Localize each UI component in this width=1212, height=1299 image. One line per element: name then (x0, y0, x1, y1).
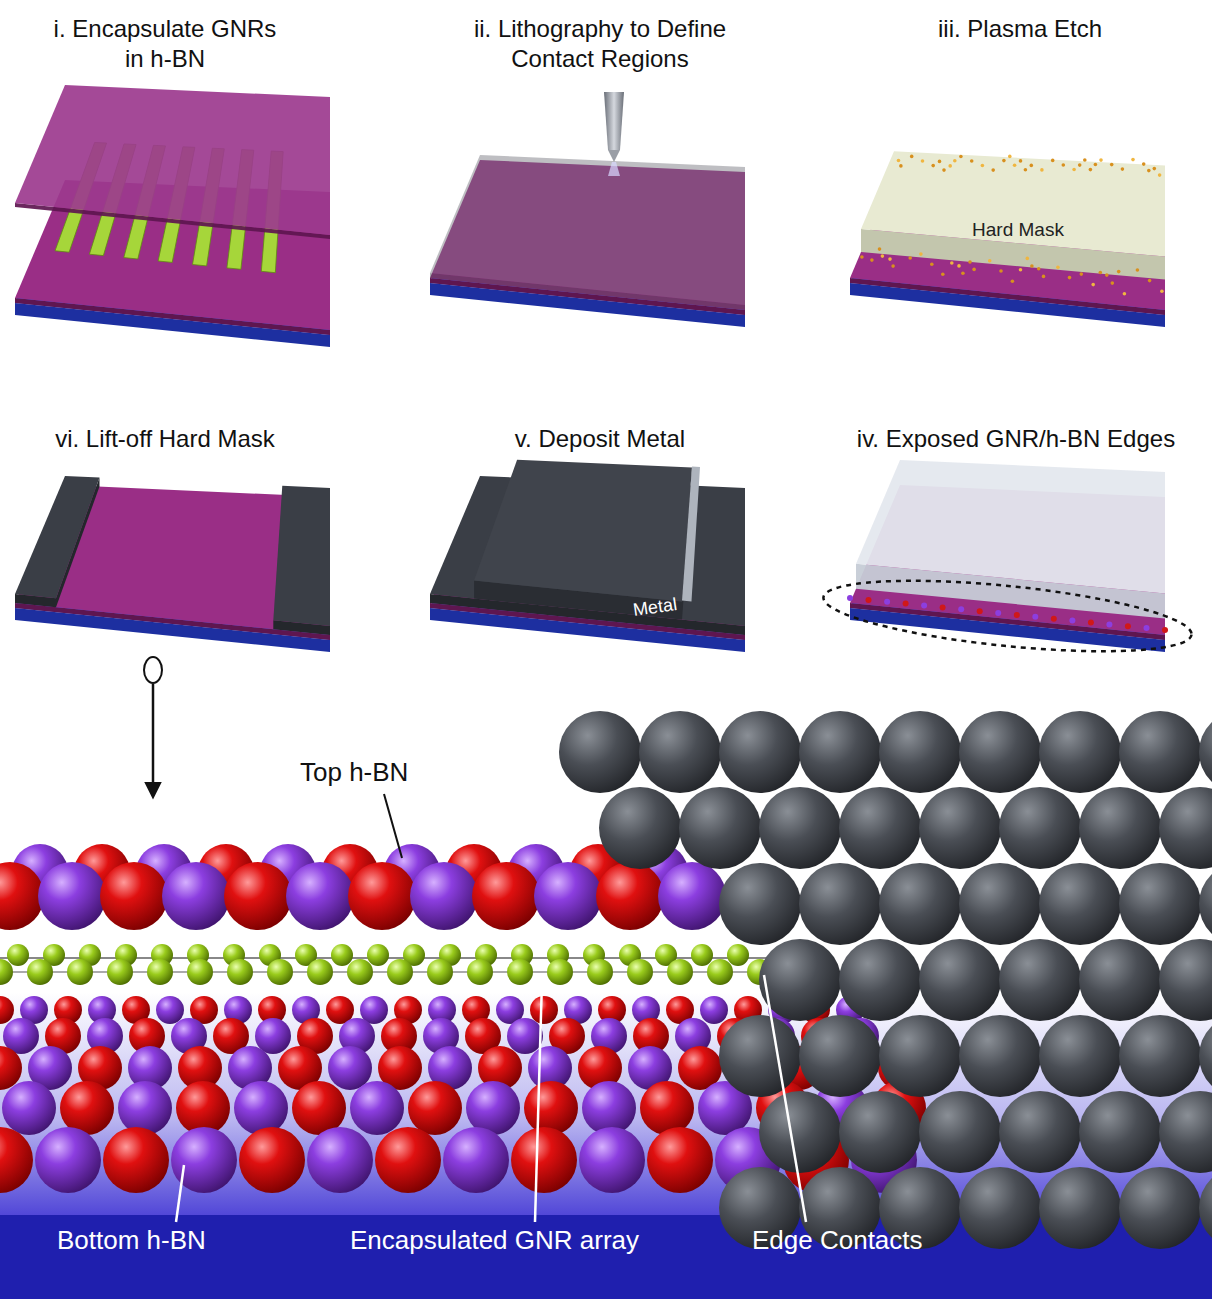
step-title: vi. Lift-off Hard Mask (0, 424, 330, 454)
part-label: Edge Contacts (752, 1224, 923, 1257)
part-label: Hard Mask (938, 218, 1098, 242)
step-title: i. Encapsulate GNRs in h-BN (45, 14, 285, 74)
zoom-arrow (152, 684, 155, 796)
part-label: Top h-BN (300, 756, 408, 789)
part-label: Encapsulated GNR array (350, 1224, 639, 1257)
part-label: Bottom h-BN (57, 1224, 206, 1257)
step-title: iii. Plasma Etch (855, 14, 1185, 44)
step-title: iv. Exposed GNR/h-BN Edges (826, 424, 1206, 454)
zoom-marker (144, 657, 162, 683)
step-title: ii. Lithography to Define Contact Region… (435, 14, 765, 74)
step-title: v. Deposit Metal (435, 424, 765, 454)
